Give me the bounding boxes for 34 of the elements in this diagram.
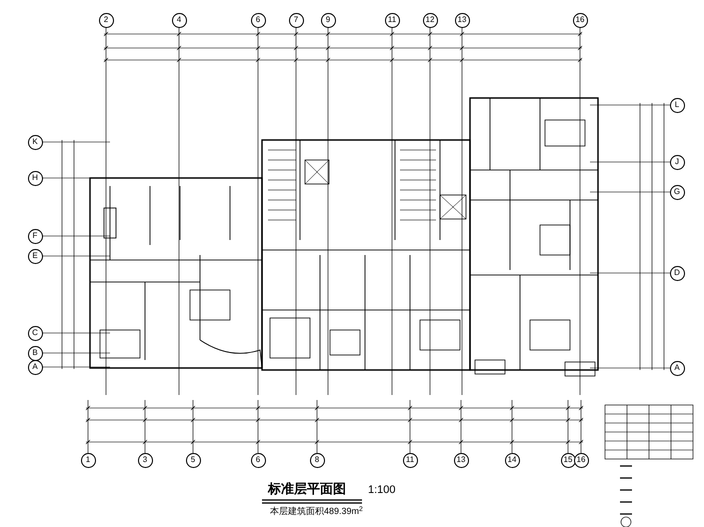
grid-axis-bubble: 2 <box>98 12 114 28</box>
grid-axis-bubble: 16 <box>574 452 588 468</box>
grid-axis-bubble: 6 <box>250 452 266 468</box>
grid-axis-bubble: 11 <box>384 12 400 28</box>
grid-axis-bubble: 11 <box>402 452 418 468</box>
grid-axis-bubble: 3 <box>138 452 152 468</box>
grid-axis-bubble: D <box>670 266 684 280</box>
grid-axis-bubble: E <box>28 248 42 264</box>
grid-axis-bubble: G <box>670 184 684 200</box>
grid-axis-bubble: 6 <box>250 12 266 28</box>
grid-axis-bubble: 14 <box>504 452 520 468</box>
grid-axis-bubble: 13 <box>454 452 468 468</box>
grid-axis-bubble: H <box>28 170 42 186</box>
grid-axis-bubble: B <box>28 346 42 360</box>
grid-axis-bubble: 15 <box>560 452 576 468</box>
scale-label: 1:100 <box>368 485 396 496</box>
grid-axis-bubble: L <box>670 98 684 112</box>
area-note: 本层建筑面积489.39m$^{2}$ <box>270 507 363 516</box>
grid-axis-bubble: 5 <box>186 452 200 468</box>
grid-axis-bubble: A <box>28 360 42 374</box>
grid-axis-bubble: F <box>28 228 42 244</box>
grid-axis-bubble: 9 <box>320 12 336 28</box>
grid-axis-bubble: K <box>28 134 42 150</box>
grid-axis-bubble: 4 <box>172 12 186 28</box>
grid-axis-bubble: 16 <box>572 12 588 28</box>
grid-axis-bubble: J <box>670 154 684 170</box>
drawing-title: 标准层平面图 <box>268 482 346 495</box>
grid-axis-bubble: C <box>28 326 42 340</box>
grid-axis-bubble: 8 <box>310 452 324 468</box>
grid-axis-bubble: 13 <box>454 12 470 28</box>
grid-axis-bubble: A <box>670 360 684 376</box>
grid-axis-bubble: 7 <box>288 12 304 28</box>
grid-axis-bubble: 1 <box>80 452 96 468</box>
grid-axis-bubble: 12 <box>422 12 438 28</box>
